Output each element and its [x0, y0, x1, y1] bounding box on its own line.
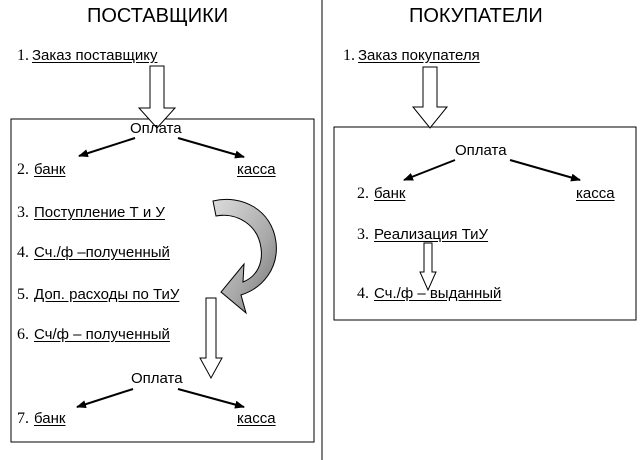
buyer-step2-number: 2.	[357, 185, 369, 202]
buyer-step4-number: 4.	[357, 285, 369, 302]
hollow-arrow-to-payment2	[199, 297, 223, 380]
supplier-step3-label: Поступление Т и У	[34, 204, 165, 221]
hollow-arrow-supplier-order	[137, 65, 177, 129]
supplier-step7-number: 7.	[17, 410, 29, 427]
buyer-step1-number: 1.	[343, 47, 355, 64]
heading-suppliers: ПОСТАВЩИКИ	[87, 5, 229, 27]
supplier-step5-label: Доп. расходы по ТиУ	[34, 286, 180, 303]
supplier-step6-label: Сч/ф – полученный	[34, 326, 170, 343]
supplier-step2-bank: банк	[34, 161, 66, 178]
arrow-buyer-payment-to-bank	[403, 159, 456, 181]
heading-buyers: ПОКУПАТЕЛИ	[409, 5, 543, 27]
buyer-step3-label: Реализация ТиУ	[374, 226, 489, 243]
buyer-step2-cash: касса	[576, 185, 615, 202]
arrow-payment2-to-cash	[177, 388, 245, 409]
arrow-payment1-to-bank	[78, 137, 136, 158]
buyers-box	[333, 126, 637, 321]
supplier-step2-number: 2.	[17, 161, 29, 178]
supplier-step5-number: 5.	[17, 286, 29, 303]
supplier-step1-label: Заказ поставщику	[32, 47, 158, 64]
supplier-step7-cash: касса	[237, 410, 276, 427]
buyer-payment-label: Оплата	[455, 142, 507, 159]
supplier-step3-number: 3.	[17, 204, 29, 221]
supplier-step4-number: 4.	[17, 244, 29, 261]
arrow-payment1-to-cash	[177, 137, 245, 159]
buyer-step1-label: Заказ покупателя	[358, 47, 480, 64]
hollow-arrow-buyer-order	[411, 66, 449, 129]
arrow-buyer-payment-to-cash	[509, 159, 581, 182]
curved-arrow-icon	[212, 199, 277, 315]
supplier-step2-cash: касса	[237, 161, 276, 178]
supplier-payment2-label: Оплата	[131, 370, 183, 387]
supplier-step4-label: Сч./ф –полученный	[34, 244, 170, 261]
supplier-step6-number: 6.	[17, 326, 29, 343]
arrow-payment2-to-bank	[76, 388, 134, 409]
supplier-step1-number: 1.	[17, 47, 29, 64]
buyer-step2-bank: банк	[374, 185, 406, 202]
buyer-step3-number: 3.	[357, 226, 369, 243]
buyer-step4-label: Сч./ф – выданный	[374, 285, 502, 302]
supplier-payment1-label: Оплата	[130, 120, 182, 137]
hollow-arrow-realization-to-invoice	[419, 242, 437, 292]
supplier-step7-bank: банк	[34, 410, 66, 427]
